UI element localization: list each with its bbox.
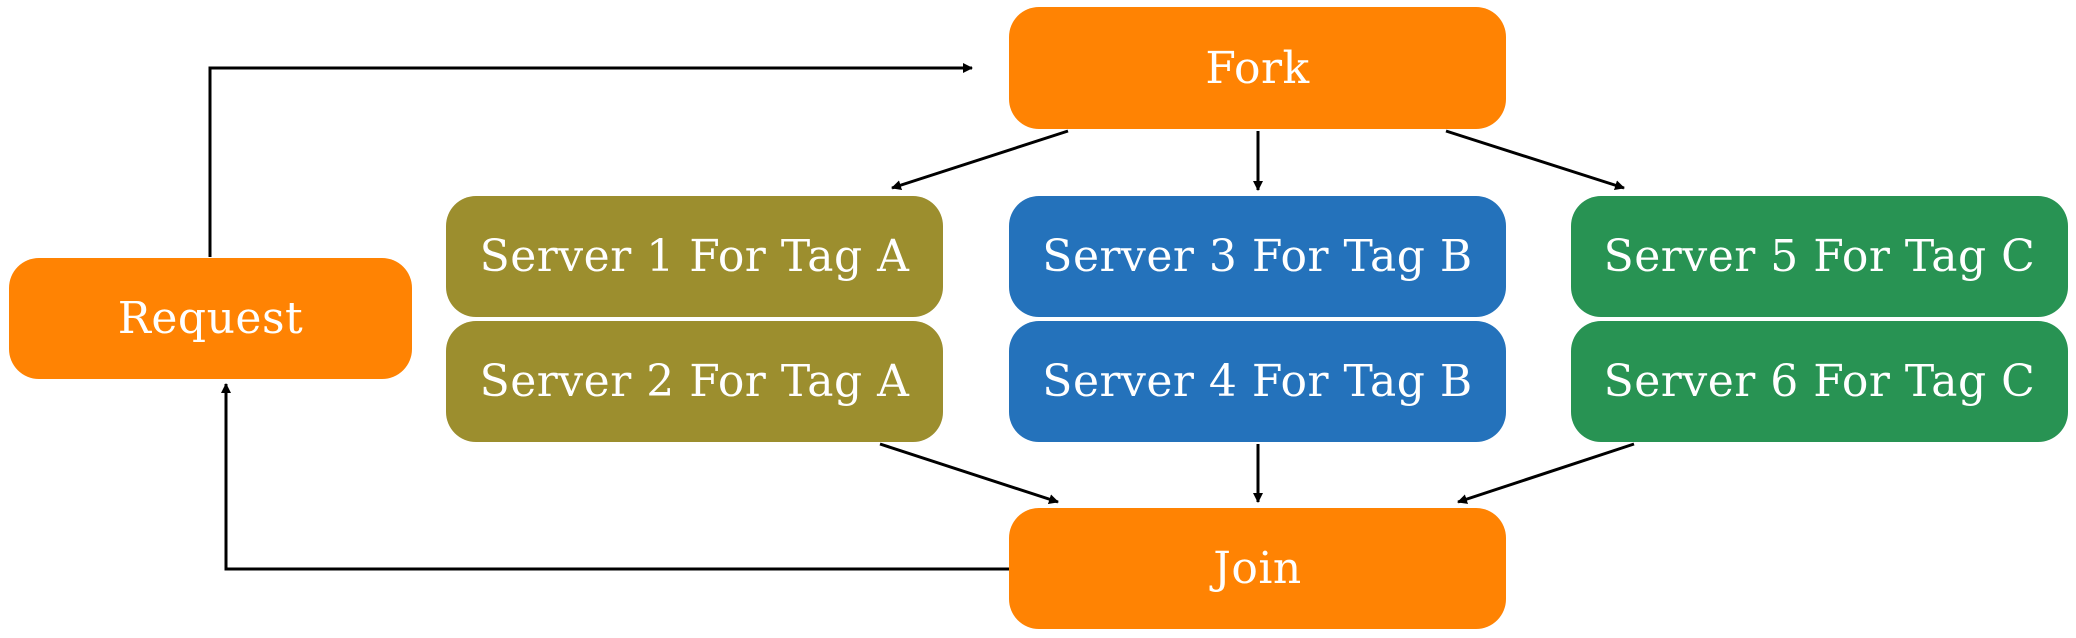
edge-join-to-request	[221, 383, 1010, 571]
edge-request-to-fork	[208, 63, 973, 257]
server6-node: Server 6 For Tag C	[1571, 321, 2068, 442]
fork-node: Fork	[1009, 7, 1506, 129]
request-node: Request	[9, 258, 412, 379]
server3-node: Server 3 For Tag B	[1009, 196, 1506, 317]
edge-fork-to-server5	[1445, 129, 1625, 191]
edge-server6-to-join	[1457, 442, 1635, 504]
server2-node: Server 2 For Tag A	[446, 321, 943, 442]
edge-fork-to-server1	[891, 129, 1069, 190]
server4-node: Server 4 For Tag B	[1009, 321, 1506, 442]
server5-node: Server 5 For Tag C	[1571, 196, 2068, 317]
join-node: Join	[1009, 508, 1506, 629]
edge-server2-to-join	[879, 442, 1059, 504]
server1-node: Server 1 For Tag A	[446, 196, 943, 317]
